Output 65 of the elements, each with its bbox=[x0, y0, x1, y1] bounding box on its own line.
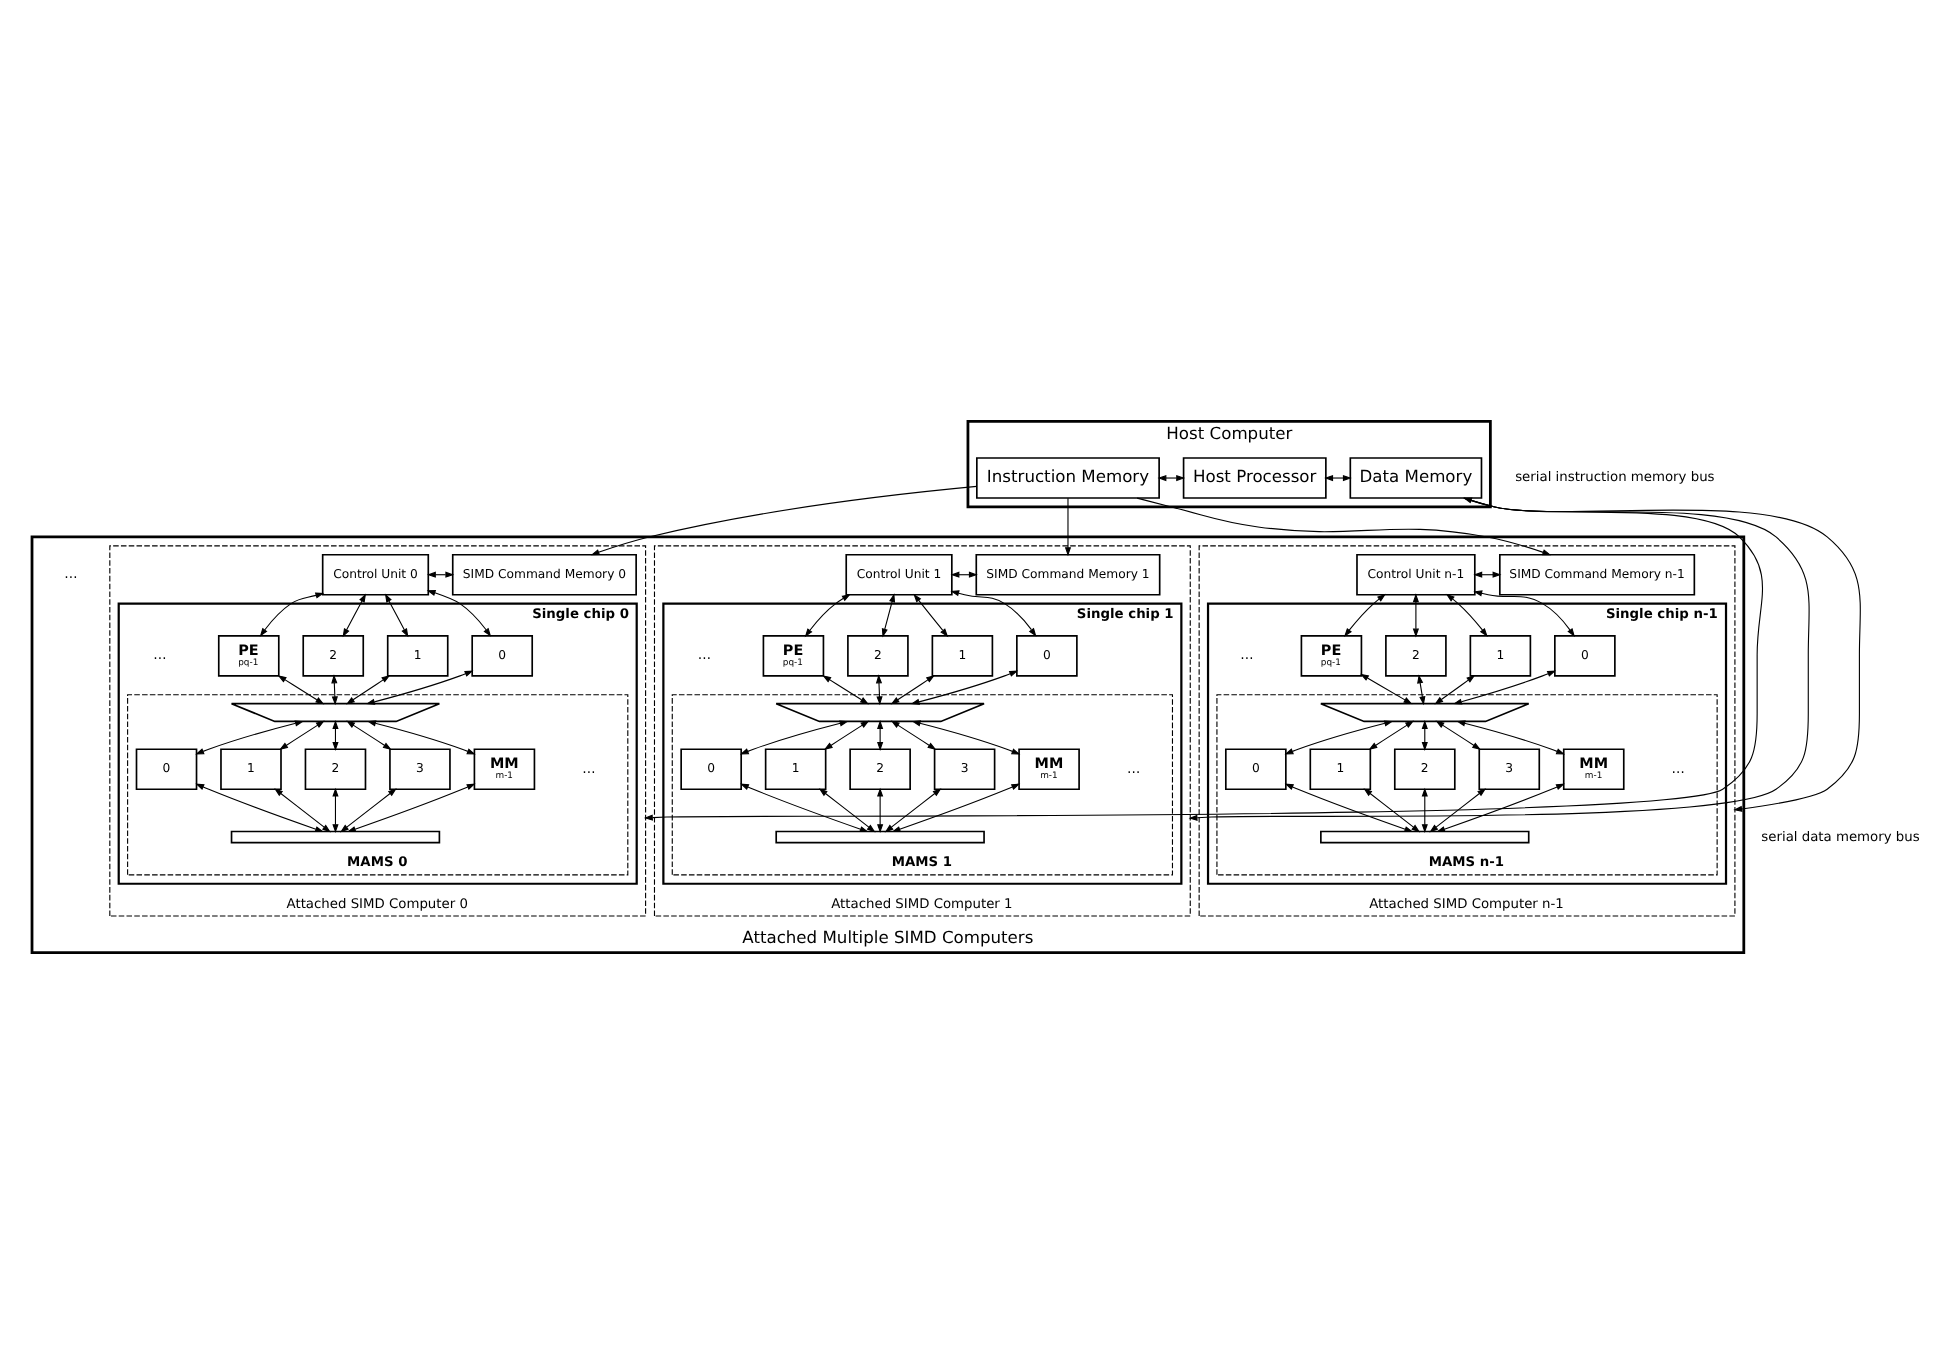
node-trapezoid bbox=[1320, 701, 1530, 722]
arrow bbox=[195, 782, 324, 832]
arrow bbox=[1456, 719, 1566, 754]
arrow bbox=[346, 782, 476, 832]
arrow bbox=[342, 592, 367, 637]
node-box: Instruction Memory bbox=[976, 456, 1160, 498]
arrow bbox=[590, 484, 978, 555]
arrow bbox=[913, 592, 949, 637]
arrow bbox=[1363, 787, 1421, 832]
arrow bbox=[950, 570, 978, 577]
arrow bbox=[1421, 786, 1428, 833]
arrow bbox=[1453, 669, 1557, 704]
arrow bbox=[823, 719, 870, 749]
node-box: Data Memory bbox=[1349, 456, 1483, 498]
arrow bbox=[890, 719, 937, 749]
arrow bbox=[877, 719, 884, 750]
arrow bbox=[1284, 719, 1394, 754]
arrow bbox=[1445, 592, 1488, 636]
arrow bbox=[875, 673, 883, 705]
arrow bbox=[822, 674, 869, 704]
node-bar bbox=[1320, 829, 1530, 843]
arrow bbox=[804, 593, 851, 637]
arrow bbox=[332, 786, 339, 833]
arrow bbox=[1429, 787, 1487, 832]
arrow bbox=[345, 674, 391, 704]
arrow bbox=[384, 592, 409, 637]
arrow bbox=[426, 588, 492, 636]
arrow bbox=[881, 592, 896, 637]
arrow bbox=[950, 589, 1037, 636]
arrow bbox=[890, 674, 936, 704]
arrow bbox=[884, 787, 942, 832]
arrow bbox=[1473, 589, 1575, 637]
node-bar bbox=[775, 829, 985, 843]
arrow bbox=[277, 674, 325, 704]
arrow bbox=[818, 787, 876, 832]
arrow bbox=[340, 787, 397, 832]
arrow bbox=[739, 719, 849, 754]
arrow bbox=[911, 719, 1021, 754]
arrow bbox=[1435, 719, 1482, 749]
arrow bbox=[1344, 592, 1386, 636]
arrow bbox=[877, 786, 884, 833]
arrow bbox=[1157, 473, 1186, 481]
node-bar bbox=[230, 829, 441, 843]
node-box: Host Processor bbox=[1182, 456, 1327, 498]
node-trapezoid bbox=[230, 701, 441, 722]
arrow bbox=[1360, 672, 1413, 704]
arrow bbox=[1368, 719, 1415, 749]
arrow bbox=[259, 591, 325, 636]
node-trapezoid bbox=[775, 701, 985, 722]
arrow bbox=[274, 787, 331, 832]
arrow bbox=[1324, 473, 1352, 481]
arrow bbox=[365, 669, 474, 704]
arrow bbox=[1417, 673, 1426, 705]
arrow bbox=[195, 719, 304, 754]
arrow bbox=[1434, 674, 1476, 704]
arrow bbox=[1412, 592, 1419, 637]
arrow bbox=[891, 782, 1021, 832]
arrow bbox=[1064, 496, 1072, 556]
arrow bbox=[367, 719, 476, 754]
arrow bbox=[279, 719, 325, 749]
arrow bbox=[739, 782, 869, 832]
arrow bbox=[910, 669, 1019, 704]
arrow bbox=[1284, 782, 1414, 832]
arrow bbox=[346, 719, 392, 749]
arrow bbox=[1436, 782, 1565, 832]
